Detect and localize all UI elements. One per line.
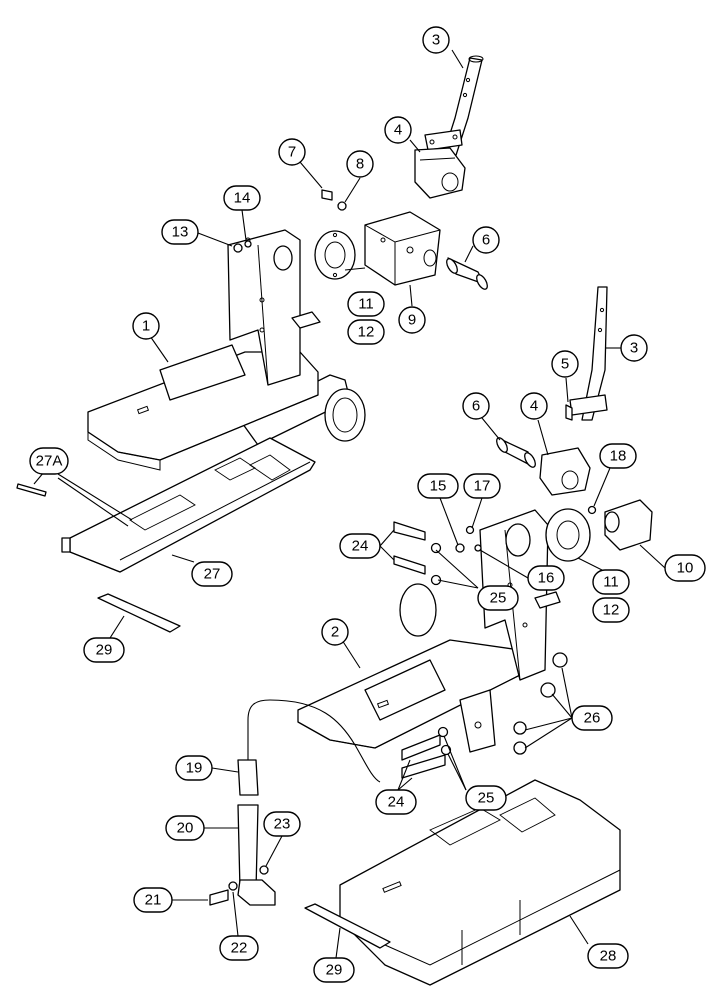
svg-text:1: 1 — [142, 318, 150, 335]
callout-12-lower: 12 — [592, 597, 630, 623]
callout-4-lower: 4 — [520, 392, 549, 456]
svg-text:27A: 27A — [36, 453, 63, 470]
callout-12-upper: 12 — [347, 319, 385, 345]
part-4-lower-pivot-block — [539, 447, 591, 496]
callout-25-lower: 25 — [443, 735, 507, 811]
part-27-cover-plate — [61, 437, 316, 573]
part-11-upper-flange — [314, 230, 356, 280]
svg-text:25: 25 — [490, 590, 507, 607]
callout-3-lower: 3 — [605, 334, 648, 362]
svg-text:29: 29 — [326, 962, 343, 979]
svg-text:14: 14 — [234, 190, 251, 207]
svg-text:20: 20 — [177, 820, 194, 837]
svg-text:22: 22 — [231, 940, 248, 957]
svg-text:4: 4 — [530, 398, 538, 415]
svg-text:2: 2 — [331, 624, 339, 641]
svg-text:12: 12 — [358, 324, 375, 341]
svg-text:18: 18 — [610, 448, 627, 465]
callout-17: 17 — [463, 473, 501, 529]
svg-text:19: 19 — [186, 760, 203, 777]
callout-14: 14 — [223, 185, 261, 241]
svg-text:3: 3 — [630, 340, 638, 357]
callout-20: 20 — [165, 815, 238, 841]
svg-text:21: 21 — [145, 892, 162, 909]
callout-9: 9 — [398, 284, 426, 334]
svg-text:12: 12 — [603, 602, 620, 619]
part-9-upper-housing — [364, 211, 441, 286]
callout-11-upper: 11 — [344, 267, 385, 317]
callout-28: 28 — [569, 915, 629, 969]
svg-text:27: 27 — [204, 566, 221, 583]
svg-text:7: 7 — [288, 144, 296, 161]
part-27A-pin — [16, 483, 47, 497]
svg-text:4: 4 — [394, 122, 402, 139]
svg-text:24: 24 — [388, 794, 405, 811]
part-6-lower-pin — [496, 437, 536, 468]
svg-text:23: 23 — [274, 816, 291, 833]
part-6-upper-pin — [446, 257, 488, 290]
callout-15: 15 — [417, 473, 459, 546]
svg-text:6: 6 — [472, 398, 480, 415]
upper-fasteners — [233, 189, 347, 253]
callouts: 3 3 4 4 5 6 6 — [29, 26, 706, 983]
callout-2: 2 — [321, 618, 361, 669]
lower-fasteners — [393, 505, 597, 779]
part-11-lower-flange — [545, 508, 591, 562]
svg-text:15: 15 — [430, 478, 447, 495]
callout-23: 23 — [263, 811, 301, 867]
callout-19: 19 — [175, 755, 239, 781]
callout-3-upper: 3 — [422, 26, 464, 69]
callout-22: 22 — [219, 891, 259, 961]
callout-4-upper: 4 — [384, 116, 421, 153]
svg-text:6: 6 — [482, 232, 490, 249]
callout-6-lower: 6 — [462, 392, 501, 441]
svg-text:17: 17 — [474, 478, 491, 495]
part-29-upper-strip — [97, 593, 181, 633]
callout-24-upper: 24 — [339, 529, 395, 561]
callout-18: 18 — [593, 443, 637, 507]
callout-1: 1 — [132, 312, 169, 363]
svg-text:8: 8 — [356, 156, 364, 173]
part-29-lower-strip — [304, 903, 391, 949]
svg-text:26: 26 — [584, 710, 601, 727]
svg-text:3: 3 — [432, 32, 440, 49]
callout-26: 26 — [524, 667, 613, 749]
callout-27: 27 — [171, 554, 233, 587]
callout-24-lower: 24 — [375, 759, 417, 815]
callout-10: 10 — [639, 544, 706, 582]
svg-text:16: 16 — [538, 570, 555, 587]
part-19-20-linkage — [209, 699, 381, 906]
callout-21: 21 — [133, 887, 208, 913]
svg-text:24: 24 — [352, 538, 369, 555]
callout-6-upper: 6 — [464, 226, 500, 263]
callout-29-upper: 29 — [83, 615, 125, 663]
part-1-pedestal-bracket — [87, 229, 366, 471]
callout-27A: 27A — [29, 447, 133, 527]
part-10-lower-pivot — [604, 499, 653, 551]
svg-text:25: 25 — [478, 790, 495, 807]
callout-8: 8 — [344, 150, 374, 203]
svg-text:13: 13 — [172, 224, 189, 241]
part-4-upper-pivot-block — [414, 147, 466, 199]
callout-25-upper: 25 — [435, 549, 519, 611]
callout-5: 5 — [551, 350, 579, 403]
svg-text:10: 10 — [677, 560, 694, 577]
svg-text:28: 28 — [600, 948, 617, 965]
svg-text:29: 29 — [96, 642, 113, 659]
callout-11-lower: 11 — [577, 557, 630, 595]
svg-text:11: 11 — [358, 296, 374, 313]
callout-29-lower: 29 — [313, 927, 355, 983]
svg-text:11: 11 — [603, 574, 619, 591]
callout-16: 16 — [479, 549, 565, 591]
callout-13: 13 — [161, 219, 233, 247]
callout-7: 7 — [278, 138, 323, 189]
svg-text:5: 5 — [561, 356, 569, 373]
part-3-lower-lever — [565, 286, 608, 421]
svg-text:9: 9 — [408, 312, 416, 329]
